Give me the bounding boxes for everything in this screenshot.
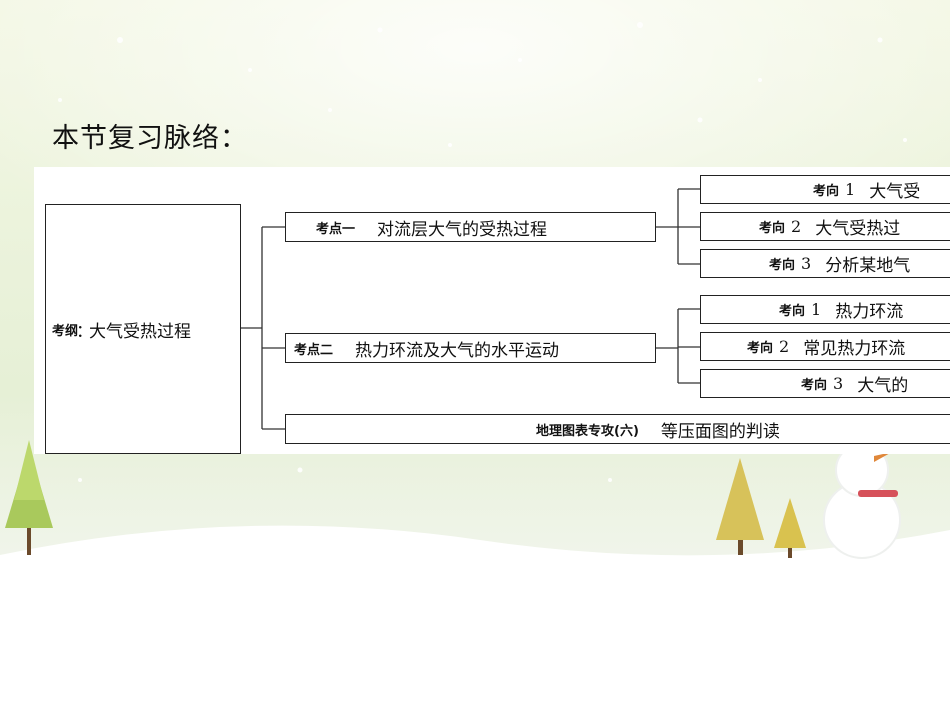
point-2-item-3-box: 考向 3 大气的	[700, 369, 950, 398]
point-1-item-3-num: 3	[801, 254, 812, 273]
point-2-item-2-label: 考向	[747, 341, 774, 356]
point-1-item-1-num: 1	[845, 180, 856, 199]
point-1-box: 考点一 对流层大气的受热过程	[285, 212, 656, 242]
point-2-item-3-num: 3	[833, 374, 844, 393]
point-2-label: 考点二	[294, 342, 334, 358]
point-1-item-1-text: 大气受	[869, 182, 921, 202]
root-prefix: 考纲	[52, 323, 79, 339]
point-2-item-2-num: 2	[779, 337, 790, 356]
point-1-item-2-text: 大气受热过	[815, 219, 901, 239]
point-1-item-3-text: 分析某地气	[825, 256, 911, 276]
point-1-item-1-box: 考向 1 大气受	[700, 175, 950, 204]
point-1-item-1-label: 考向	[813, 184, 840, 199]
point-1-item-3-box: 考向 3 分析某地气	[700, 249, 950, 278]
review-outline-diagram: 考纲 ： 大气受热过程 考点一 对流层大气的受热过程 考向 1 大气受 考向 2…	[34, 167, 950, 454]
special-topic-label: 地理图表专攻(六)	[536, 423, 639, 439]
point-1-item-2-label: 考向	[759, 221, 786, 236]
point-2-item-1-box: 考向 1 热力环流	[700, 295, 950, 324]
point-2-box: 考点二 热力环流及大气的水平运动	[285, 333, 656, 363]
root-outline-box: 考纲 ： 大气受热过程	[45, 204, 241, 454]
point-2-item-3-text: 大气的	[857, 376, 909, 396]
root-separator: ：	[76, 321, 94, 342]
point-1-item-3-label: 考向	[769, 258, 796, 273]
point-1-item-2-num: 2	[791, 217, 802, 236]
point-2-item-3-label: 考向	[801, 378, 828, 393]
root-text: 大气受热过程	[89, 321, 192, 342]
point-2-item-2-text: 常见热力环流	[803, 339, 906, 359]
point-1-label: 考点一	[316, 221, 356, 237]
page-title: 本节复习脉络：	[52, 123, 248, 154]
point-1-text: 对流层大气的受热过程	[377, 219, 548, 240]
point-1-item-2-box: 考向 2 大气受热过	[700, 212, 950, 241]
connector-lines	[241, 188, 700, 430]
special-topic-box: 地理图表专攻(六) 等压面图的判读	[285, 414, 950, 444]
special-topic-text: 等压面图的判读	[660, 421, 780, 442]
point-2-item-1-label: 考向	[779, 304, 806, 319]
point-2-item-2-box: 考向 2 常见热力环流	[700, 332, 950, 361]
point-2-item-1-num: 1	[811, 300, 822, 319]
point-2-text: 热力环流及大气的水平运动	[355, 340, 560, 361]
point-2-item-1-text: 热力环流	[835, 302, 904, 322]
